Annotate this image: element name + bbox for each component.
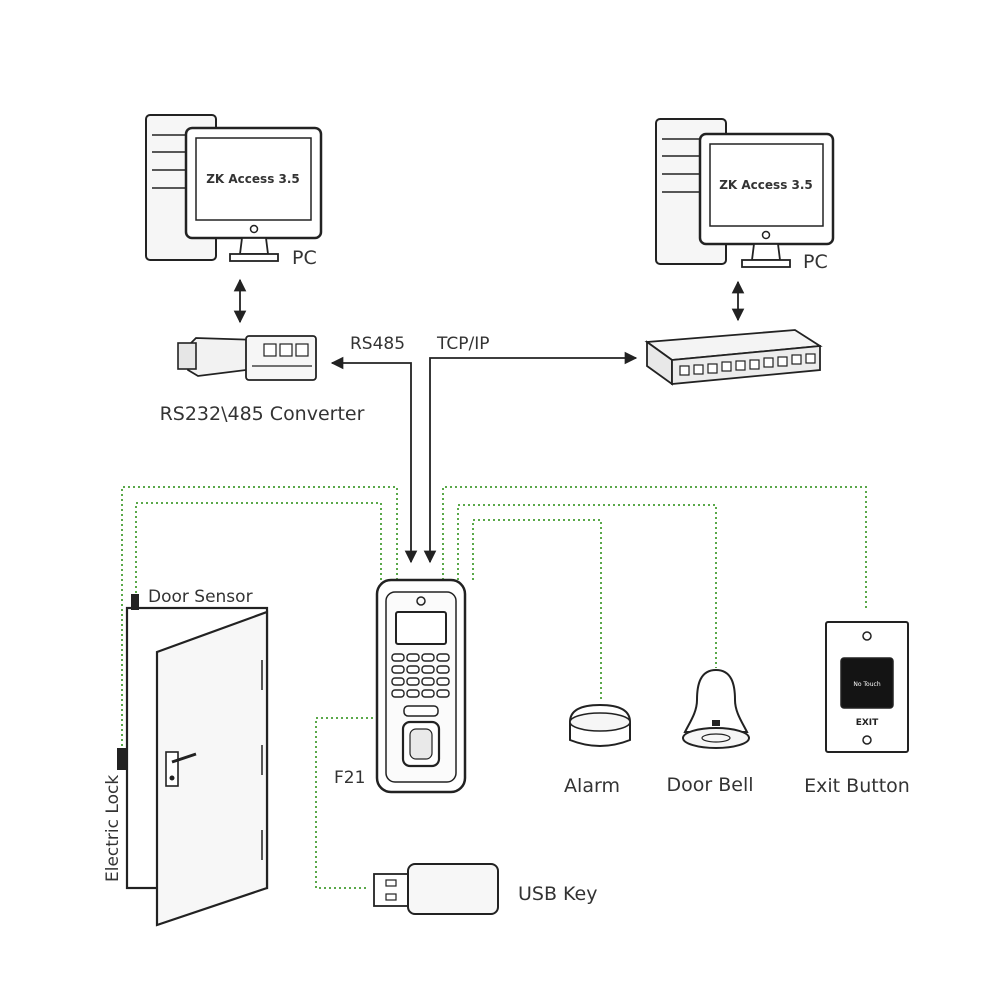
door-leaf [155, 610, 269, 927]
rs232-485-converter [177, 335, 317, 381]
network-switch [644, 329, 823, 386]
monitor-left-screen-text: ZK Access 3.5 [206, 172, 300, 186]
f21-label: F21 [334, 768, 365, 788]
pc-right: ZK Access 3.5 PC [655, 118, 835, 273]
f21-display [395, 611, 447, 645]
alarm-label: Alarm [564, 775, 620, 797]
f21-device [375, 578, 467, 794]
tcpip-label: TCP/IP [436, 334, 490, 354]
pc-right-label: PC [803, 251, 828, 273]
pc-left: ZK Access 3.5 PC [145, 114, 323, 269]
exit-button-face-text: No Touch [853, 681, 880, 688]
switch-ports [679, 353, 816, 376]
door-sensor-unit [131, 594, 139, 610]
exit-button-label: Exit Button [804, 775, 910, 797]
exit-button-plate-text: EXIT [856, 718, 879, 728]
electric-lock-unit [117, 748, 127, 770]
dotted-wiring [121, 486, 867, 889]
wire-alarm [472, 519, 602, 700]
alarm-device [569, 703, 631, 747]
rs485-line [330, 356, 418, 564]
door-handle [165, 751, 197, 787]
door [117, 594, 269, 927]
monitor-right-screen-text: ZK Access 3.5 [719, 178, 813, 192]
monitor-right: ZK Access 3.5 [698, 132, 835, 268]
electric-lock-label: Electric Lock [103, 775, 123, 882]
wire-door-sensor [135, 502, 382, 597]
pc-left-label: PC [292, 247, 317, 269]
wire-electric-lock [121, 486, 398, 750]
usb-key-device [373, 863, 499, 915]
door-sensor-label: Door Sensor [148, 587, 253, 607]
wire-exit-button [442, 486, 867, 608]
tcpip-line [423, 351, 638, 564]
door-bell-label: Door Bell [666, 774, 753, 796]
door-bell-device [682, 668, 750, 749]
wire-usb-key [315, 717, 378, 889]
exit-button-device: No Touch EXIT [825, 621, 909, 753]
converter-label: RS232\485 Converter [160, 403, 365, 425]
rs485-label: RS485 [350, 334, 405, 354]
wire-door-bell [457, 504, 717, 668]
usb-key-label: USB Key [518, 883, 598, 905]
f21-keypad [391, 653, 450, 698]
monitor-left: ZK Access 3.5 [184, 126, 323, 262]
